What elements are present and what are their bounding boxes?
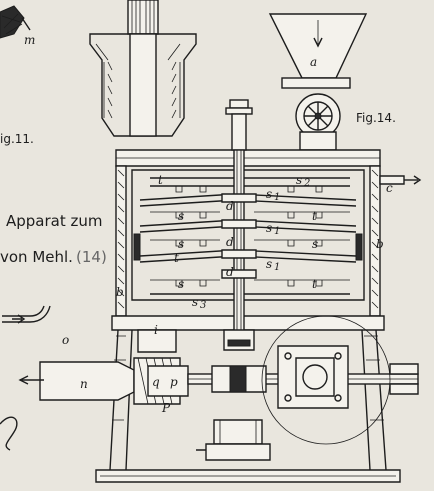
caption-line-2: von Mehl. [0, 248, 73, 266]
label-s1-sub-1: 1 [274, 192, 280, 203]
label-d-3: d [226, 265, 234, 279]
caption: Apparat zum von Mehl. (14) [0, 212, 107, 266]
fig14-label: Fig.14. [356, 111, 396, 125]
label-s-1: s [178, 209, 184, 223]
label-s-2: s [178, 237, 184, 251]
label-s1-3: s [266, 257, 272, 271]
label-p: p [170, 375, 178, 389]
label-s1-sub-3: 1 [274, 262, 280, 273]
label-s3-sub: 3 [200, 300, 206, 311]
label-a: a [310, 55, 317, 69]
label-P: P [161, 401, 171, 415]
label-q: q [152, 375, 160, 389]
feed-hopper: a [268, 13, 368, 151]
lower-frame [95, 329, 401, 483]
label-s1-1: s [266, 187, 272, 201]
label-n: n [80, 377, 88, 391]
label-t-2: t [312, 209, 317, 223]
label-s-3: s [312, 237, 318, 251]
label-i: i [154, 323, 158, 337]
main-housing: c b b [111, 149, 422, 331]
label-c: c [386, 181, 393, 195]
label-s1-sub-2: 1 [274, 226, 280, 237]
vertical-pipe [89, 0, 197, 137]
label-d-1: d [226, 199, 234, 213]
inlet-assembly: o n q p P i [2, 305, 189, 415]
label-s1-2: s [266, 221, 272, 235]
label-t-3: t [174, 251, 179, 265]
label-m: m [24, 33, 35, 47]
label-s2: s [296, 173, 302, 187]
ornament-curl [0, 416, 18, 451]
label-s-4: s [178, 277, 184, 291]
label-b-left: b [116, 285, 124, 299]
drive-assembly [187, 315, 419, 461]
label-d-2: d [226, 235, 234, 249]
fig11-label: ig.11. [0, 132, 34, 146]
caption-reference: (14) [76, 248, 107, 266]
label-s3: s [192, 295, 198, 309]
central-shaft: d d d [221, 99, 257, 351]
label-t-1: t [158, 173, 163, 187]
label-s2-sub: 2 [303, 178, 310, 189]
label-b-right: b [376, 237, 384, 251]
label-o: o [62, 333, 69, 347]
caption-line-1: Apparat zum [6, 212, 103, 230]
fig11-fragment: m [0, 5, 35, 47]
label-t-4: t [312, 277, 317, 291]
